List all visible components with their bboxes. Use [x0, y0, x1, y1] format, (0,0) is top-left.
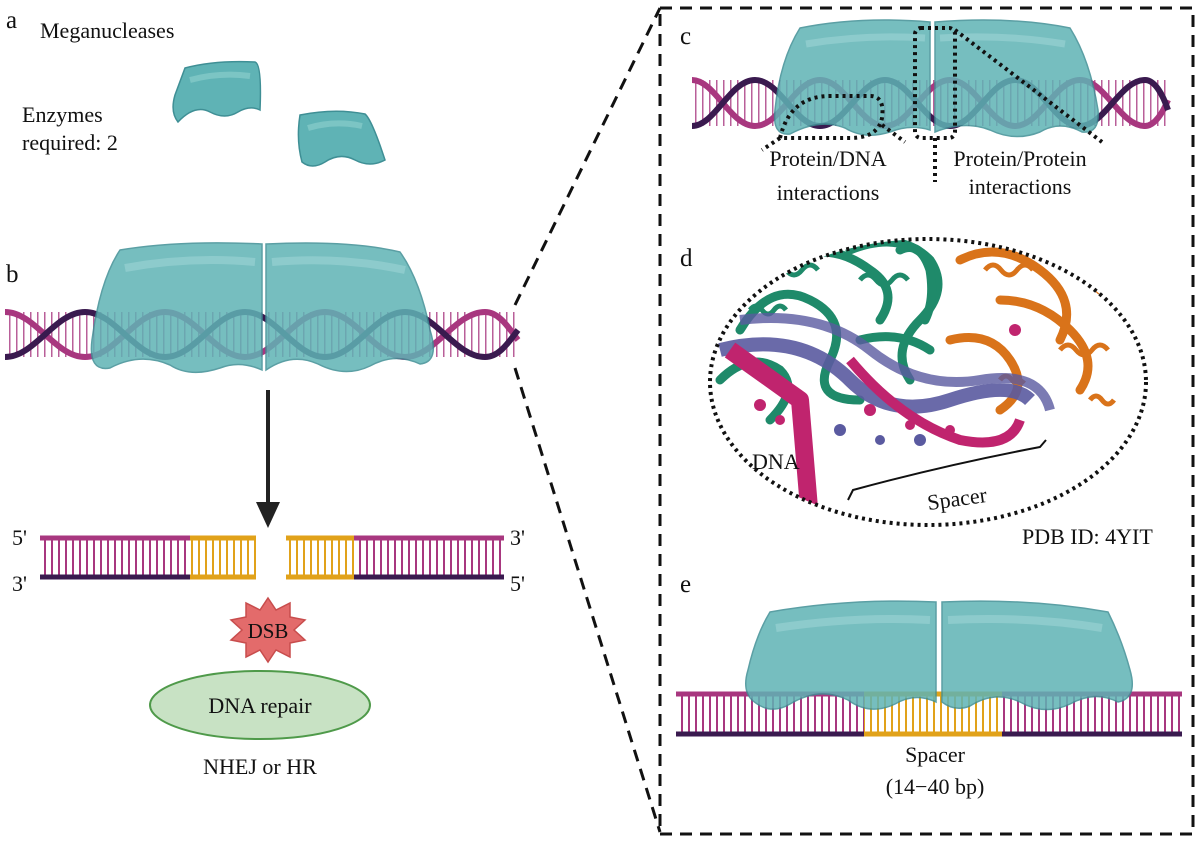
meganuclease-dimer-c [773, 19, 1099, 138]
meganucleases-title: Meganucleases [40, 18, 174, 43]
panel-e: e Spacer (14−40 bp) [676, 571, 1182, 799]
protein-dna-line1: Protein/DNA [769, 146, 886, 171]
enzyme-monomer-2 [297, 110, 386, 167]
panel-b-letter: b [6, 261, 19, 288]
interaction-outlines [760, 26, 1104, 182]
end-5-right: 5' [510, 571, 525, 596]
spacer-e-line1: Spacer [905, 742, 966, 767]
panel-b: b [4, 242, 525, 779]
structure-oval [708, 237, 1148, 527]
meganuclease-dimer-b [90, 242, 435, 374]
end-5-left: 5' [12, 525, 27, 550]
panel-a-letter: a [6, 7, 17, 34]
panel-d-letter: d [680, 245, 693, 272]
meganuclease-dimer-e [745, 600, 1133, 711]
dna-repair-ellipse: DNA repair [149, 670, 371, 740]
dna-structure-label: DNA [752, 449, 800, 474]
zoom-box [658, 6, 1195, 836]
spacer-e-line2: (14−40 bp) [886, 774, 985, 799]
cleavage-arrow [256, 390, 280, 528]
pdb-id: PDB ID: 4YIT [1022, 524, 1153, 549]
enzymes-label-line2: required: 2 [22, 130, 118, 155]
panel-d: d [680, 237, 1153, 549]
zoom-connector [513, 7, 662, 833]
crystal-structure-4yit [710, 239, 1146, 525]
panel-c-letter: c [680, 23, 691, 50]
cut-dna [40, 535, 504, 580]
enzymes-label-line1: Enzymes [22, 102, 103, 127]
end-3-right: 3' [510, 525, 525, 550]
enzyme-monomer-1 [172, 60, 262, 124]
dsb-burst: DSB [229, 596, 307, 664]
panel-a: a Meganucleases Enzymes required: 2 [6, 7, 386, 167]
panel-c: c Protein/DNA interactions Protein/Prote… [680, 19, 1171, 205]
repair-pathways: NHEJ or HR [203, 754, 317, 779]
dna-repair-label: DNA repair [208, 693, 312, 718]
panel-e-letter: e [680, 571, 691, 598]
dsb-label: DSB [248, 619, 289, 643]
spacer-bracket [847, 439, 1047, 501]
protein-protein-line1: Protein/Protein [953, 146, 1086, 171]
end-3-left: 3' [12, 571, 27, 596]
protein-dna-line2: interactions [777, 180, 880, 205]
protein-protein-line2: interactions [969, 174, 1072, 199]
